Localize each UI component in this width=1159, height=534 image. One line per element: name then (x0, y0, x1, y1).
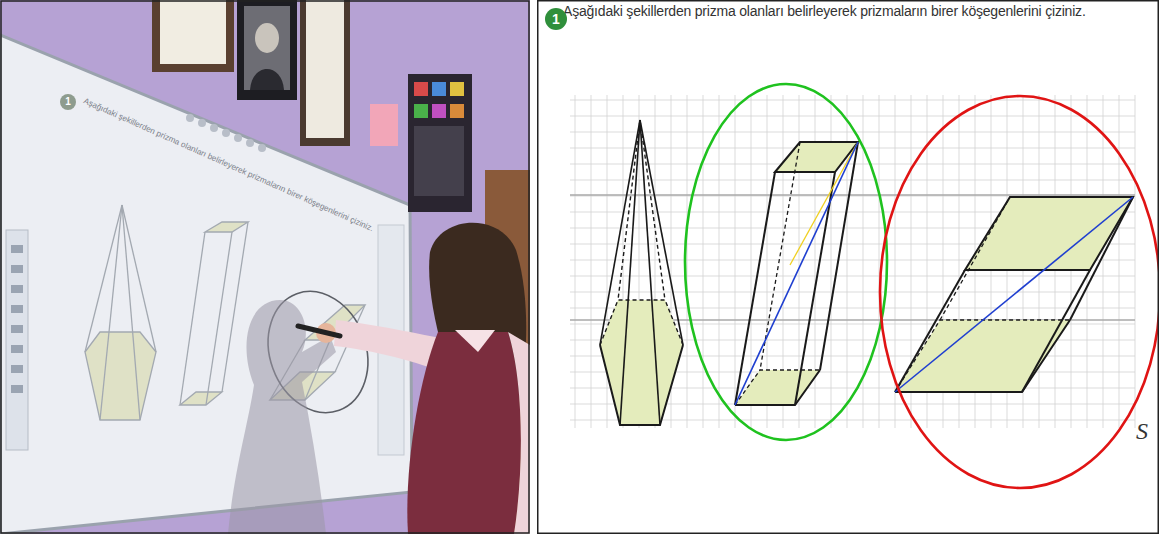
board-figures (85, 205, 365, 420)
board-toolbar (6, 114, 404, 455)
grid-line (735, 95, 736, 428)
photo-border (1, 1, 529, 533)
grid-line (570, 276, 1135, 277)
student (298, 223, 530, 534)
grid-line (591, 95, 592, 428)
grid-line (879, 95, 880, 428)
green-ellipse (685, 84, 887, 440)
number-text: 1 (65, 97, 71, 107)
grid-line (703, 95, 704, 428)
parallelepiped (895, 197, 1133, 392)
classroom-photo (0, 0, 530, 534)
grid-line (751, 95, 752, 428)
worksheet-ground (537, 0, 1159, 534)
number-text: 1 (552, 12, 560, 26)
smartboard (0, 35, 412, 534)
pyramid (600, 120, 683, 425)
worksheet (537, 0, 1159, 534)
grid-line (570, 164, 1135, 165)
grid-line (719, 95, 720, 428)
worksheet-border (538, 1, 1159, 534)
grid (570, 95, 1135, 428)
step-number: 1 (545, 8, 567, 30)
grid-line (575, 95, 576, 428)
red-ellipse (880, 96, 1159, 488)
page-letter: S (1136, 418, 1148, 446)
grid-line (570, 132, 1135, 133)
oblique-prism (735, 142, 858, 405)
grid-line (570, 116, 1135, 117)
grid-line (1135, 95, 1136, 428)
instruction-title: Aşağıdaki şekillerden prizma olanları be… (563, 3, 1086, 19)
wall-frames (152, 0, 472, 212)
board-step-number: 1 (60, 94, 76, 110)
shadow (228, 300, 336, 534)
grid-line (687, 95, 688, 428)
grid-line (1119, 95, 1120, 428)
grid-line (1103, 95, 1104, 428)
grid-line (570, 292, 1135, 293)
wall (0, 0, 530, 534)
